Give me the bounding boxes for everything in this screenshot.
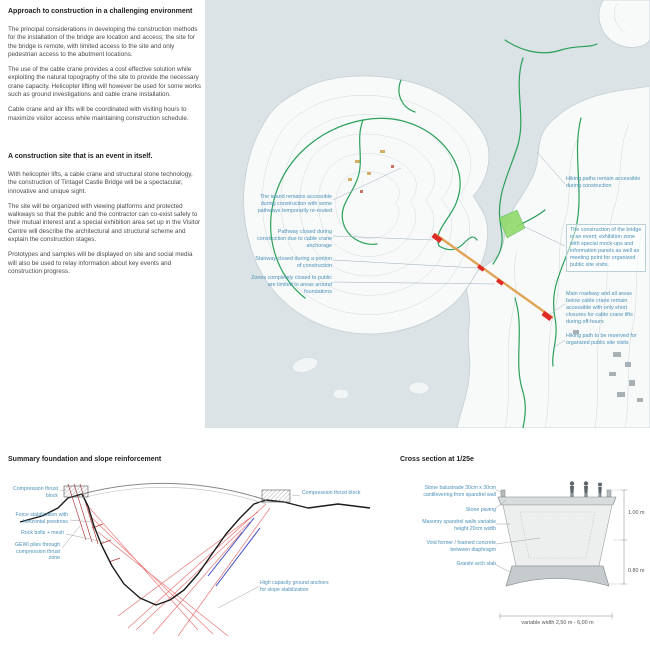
void-former-outline <box>519 511 596 559</box>
cross-section-panel: Cross section at 1/25e <box>400 456 650 646</box>
intro-paragraph-2: The use of the cable crane provides a co… <box>8 66 202 99</box>
pedestrian-figures <box>569 481 602 497</box>
map-annotation-exhibition-zone: The construction of the bridge is an eve… <box>566 224 646 273</box>
granite-arch-slab-shape <box>505 565 610 587</box>
map-annotation-closed-zones: Zones completely closed to public are li… <box>251 275 332 296</box>
map-annotation-reserved-path: Hiking path to be reserved for organized… <box>566 333 637 347</box>
heading-construction-event: A construction site that is an event in … <box>8 152 153 160</box>
foundation-label-leaders <box>59 489 301 609</box>
label-masonry-spandrel-walls: Masonry spandrel walls variable height 2… <box>422 519 496 532</box>
map-annotation-hiking-paths: Hiking paths remain accessible during co… <box>566 176 641 190</box>
intro-text-column: Approach to construction in a challengin… <box>8 8 202 283</box>
dimension-height-bottom: 0.80 m <box>628 568 645 574</box>
cross-section-svg <box>495 481 627 619</box>
width-dimension-line <box>499 613 613 619</box>
coastal-islets <box>292 357 430 400</box>
intro-paragraph-5: The site will be organized with viewing … <box>8 202 201 244</box>
label-compression-thrust-block-right: Compression thrust block <box>302 490 361 496</box>
label-stone-balustrade: Stone balustrade 30cm x 30cm cantileveri… <box>423 485 496 498</box>
site-plan-map: The island remains accessible during con… <box>205 0 650 428</box>
dimension-height-top: 1.00 m <box>628 510 645 516</box>
foundation-section: Summary foundation and slope reinforceme… <box>8 456 396 646</box>
label-void-former: Void former / foamed concrete between di… <box>426 540 497 553</box>
bridge-arc <box>81 482 267 505</box>
intro-paragraph-6: Prototypes and samples will be displayed… <box>8 251 193 275</box>
heading-foundation: Summary foundation and slope reinforceme… <box>8 456 162 463</box>
intro-paragraph-1: The principal considerations in developi… <box>8 26 198 58</box>
intro-paragraph-3: Cable crane and air lifts will be coordi… <box>8 106 189 122</box>
site-plan-svg <box>205 0 650 428</box>
ground-anchor-lines <box>85 503 271 637</box>
footpath-network <box>270 39 598 428</box>
annotation-leader-lines <box>332 151 566 349</box>
heading-approach-to-construction: Approach to construction in a challengin… <box>8 8 193 15</box>
label-compression-thrust-block-left: Compression thrust block <box>13 486 58 499</box>
label-rock-bolts-mesh: Rock bolts + mesh <box>21 530 64 536</box>
label-ground-anchors: High capacity ground anchors for slope s… <box>260 580 329 593</box>
exhibition-zone-area <box>498 209 526 239</box>
label-force-stabilisation: Force stabilisation with horizontal pres… <box>15 512 68 525</box>
castle-ruins-marks <box>348 150 394 193</box>
dimension-variable-width: variable width 2,50 m - 6,00 m <box>521 620 594 626</box>
height-dimension-lines <box>609 489 627 585</box>
intro-paragraph-4: With helicopter lifts, a cable crane and… <box>8 170 193 195</box>
compression-thrust-blocks <box>63 485 291 503</box>
closure-markers <box>431 233 553 321</box>
heading-cross-section: Cross section at 1/25e <box>400 456 474 463</box>
spandrel-body-shape <box>502 504 613 567</box>
foundation-svg <box>19 482 371 637</box>
cable-crane-line <box>434 233 554 319</box>
map-annotation-stairway-closed: Stairway closed during a portion of cons… <box>255 256 332 270</box>
cross-section-label-leaders <box>495 489 541 573</box>
map-annotation-pathway-closed: Pathway closed during construction due t… <box>257 229 332 250</box>
prestress-lines <box>207 517 261 587</box>
stone-balustrade-shapes <box>500 489 612 498</box>
deck-slab-shape <box>497 496 617 506</box>
map-annotation-main-roadway: Main roadway and all areas below cable c… <box>566 291 633 326</box>
village-buildings <box>573 330 643 402</box>
label-stone-paving: Stone paving <box>465 507 496 513</box>
headland-north <box>598 0 650 48</box>
label-granite-arch-slab: Granite arch slab <box>456 561 496 567</box>
map-annotation-island-access: The island remains accessible during con… <box>257 194 332 215</box>
label-gewi-piles: GEWI piles through compression thrust zo… <box>15 542 60 561</box>
